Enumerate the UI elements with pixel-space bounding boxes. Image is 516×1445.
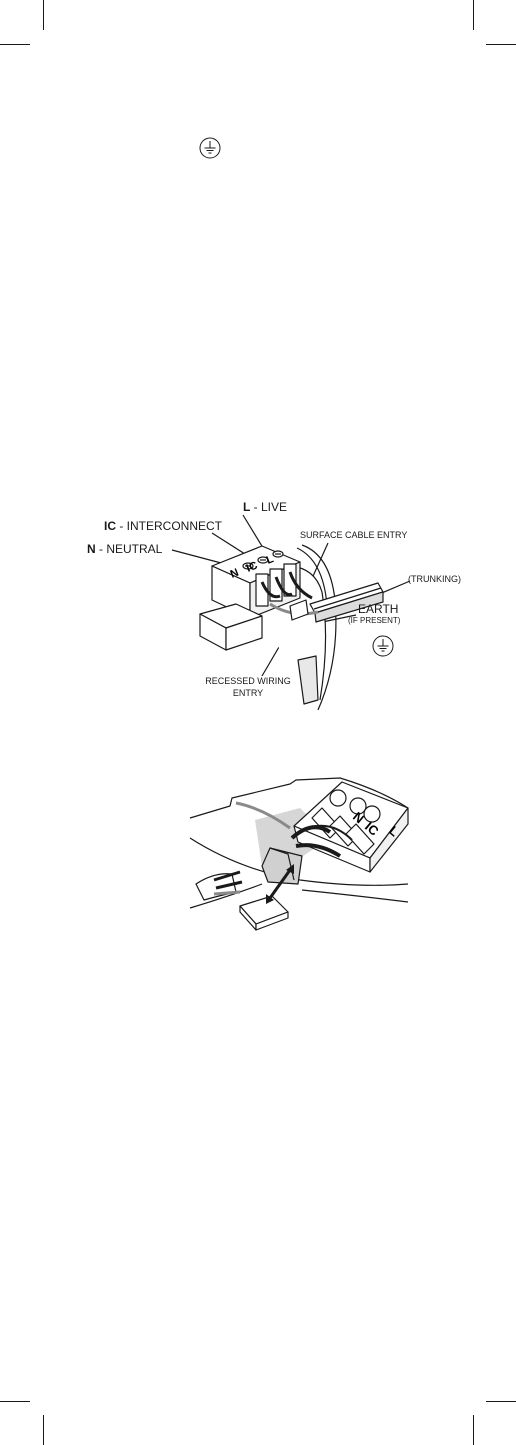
crop-mark-icon (473, 1415, 474, 1445)
crop-mark-icon (0, 1401, 30, 1402)
crop-mark-icon (43, 1415, 44, 1445)
cable-entry-illustration: N IC L (0, 0, 516, 940)
crop-mark-icon (486, 1401, 516, 1402)
